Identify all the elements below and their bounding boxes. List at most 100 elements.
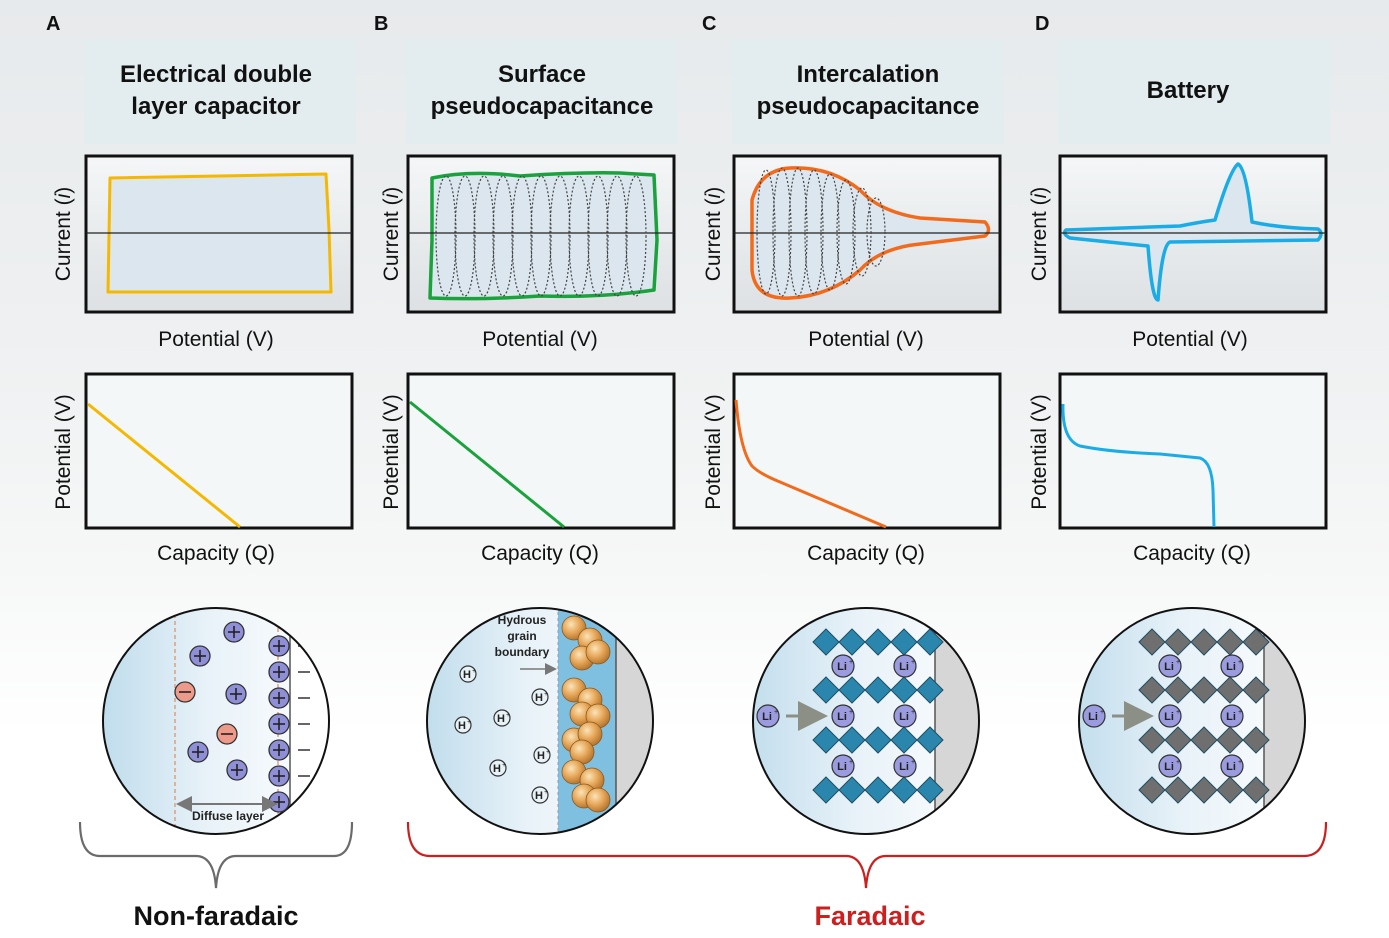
lattice-unit <box>890 726 918 754</box>
svg-text:H: H <box>463 669 471 681</box>
label-non-faradaic: Non-faradaic <box>133 901 298 931</box>
lattice-unit <box>1242 726 1270 754</box>
svg-text:+: + <box>774 709 778 716</box>
gcd-curve-d <box>1061 403 1216 528</box>
cv-subloop <box>836 179 856 285</box>
cv-xlabel-d: Potential (V) <box>1132 328 1248 351</box>
lithium-ion: Li+ <box>1220 654 1244 678</box>
gcd-xlabel-a: Capacity (Q) <box>157 542 275 565</box>
cv-subloop <box>772 167 792 297</box>
anion <box>216 723 238 745</box>
header-title-a-line1: Electrical double <box>120 61 312 88</box>
cv-subloop <box>473 175 495 297</box>
schematic-surface-pseudocapacitance: Hydrous grain boundary H+H+H+H+H+H+H+ <box>426 607 654 835</box>
cv-subloop <box>756 169 776 295</box>
gcd-ylabel-a: Potential (V) <box>52 394 75 510</box>
svg-text:+: + <box>1238 709 1242 716</box>
grain-sphere <box>585 639 611 665</box>
lattice-unit <box>864 676 892 704</box>
label-faradaic: Faradaic <box>814 901 925 931</box>
lattice-unit <box>812 628 840 656</box>
lithium-ion: Li+ <box>893 654 917 678</box>
proton-ion: H+ <box>531 786 549 804</box>
gcd-plot-c <box>732 372 1002 530</box>
svg-text:Current (i): Current (i) <box>380 187 403 282</box>
header-box-d <box>1058 40 1330 144</box>
gcd-xlabel-b: Capacity (Q) <box>481 542 599 565</box>
lattice-unit <box>1164 726 1192 754</box>
hydrous-label-line3: boundary <box>495 645 550 659</box>
cv-subloop <box>454 175 476 297</box>
lattice-unit <box>1190 628 1218 656</box>
proton-ion: H+ <box>531 688 549 706</box>
cv-xlabel-a: Potential (V) <box>158 328 274 351</box>
lattice-unit <box>838 776 866 804</box>
svg-text:Li: Li <box>1088 711 1098 723</box>
lattice-unit <box>1216 776 1244 804</box>
cv-plot-c <box>732 154 1002 314</box>
cv-curve-b <box>428 171 659 301</box>
cv-subloop <box>866 197 886 267</box>
host-lattice-c <box>812 628 944 804</box>
lattice-unit <box>1164 776 1192 804</box>
cation <box>223 621 245 643</box>
panel-letter-b: B <box>374 13 388 35</box>
svg-text:H: H <box>458 720 466 732</box>
anion <box>174 681 196 703</box>
gcd-ylabel-b: Potential (V) <box>380 394 403 510</box>
lattice-unit <box>864 628 892 656</box>
schematic-edlc: Diffuse layer <box>102 607 330 835</box>
lattice-unit <box>1190 676 1218 704</box>
svg-text:+: + <box>546 749 550 756</box>
header-box-c <box>732 40 1004 144</box>
lattice-unit <box>1242 628 1270 656</box>
proton-ion: H+ <box>489 759 507 777</box>
svg-text:Current (i): Current (i) <box>702 187 725 282</box>
lithium-ion: Li+ <box>1220 754 1244 778</box>
cv-subloop <box>549 175 571 297</box>
svg-text:Li: Li <box>1226 761 1236 773</box>
svg-text:Li: Li <box>837 661 847 673</box>
lithium-ion: Li+ <box>756 704 780 728</box>
cv-ylabel-d: Current (i) <box>1028 187 1051 282</box>
ruo2-grains <box>561 615 611 813</box>
gcd-xlabel-c: Capacity (Q) <box>807 542 925 565</box>
lattice-unit <box>1216 676 1244 704</box>
header-title-a-line2: layer capacitor <box>131 93 300 120</box>
svg-text:+: + <box>502 762 506 769</box>
lithium-ion: Li+ <box>1220 704 1244 728</box>
svg-text:H: H <box>493 763 501 775</box>
grain-sphere <box>585 787 611 813</box>
hydrous-label-line1: Hydrous <box>498 613 547 627</box>
svg-text:Li: Li <box>837 711 847 723</box>
lattice-unit <box>1190 726 1218 754</box>
svg-text:Li: Li <box>837 761 847 773</box>
lattice-unit <box>838 676 866 704</box>
proton-ion: H+ <box>454 716 472 734</box>
svg-text:+: + <box>911 709 915 716</box>
cation <box>225 683 247 705</box>
lattice-unit <box>1190 776 1218 804</box>
svg-text:H: H <box>535 790 543 802</box>
svg-text:+: + <box>544 691 548 698</box>
svg-text:Li: Li <box>899 761 909 773</box>
edlc-ions <box>174 621 290 813</box>
gcd-curve-b <box>409 400 565 529</box>
cv-ylabel-a: Current (i) <box>52 187 75 282</box>
cv-xlabel-b: Potential (V) <box>482 328 598 351</box>
lithium-ion: Li+ <box>1082 704 1106 728</box>
lithium-ion: Li+ <box>831 654 855 678</box>
lattice-unit <box>838 628 866 656</box>
header-title-b-line1: Surface <box>498 61 586 88</box>
schematic-intercalation: Li+Li+Li+Li+Li+Li+Li+ <box>752 607 980 835</box>
lattice-unit <box>916 776 944 804</box>
header-box-b <box>406 40 678 144</box>
cv-subloop <box>511 175 533 297</box>
cation <box>226 759 248 781</box>
hydrous-label-line2: grain <box>507 629 536 643</box>
cation <box>268 635 290 657</box>
svg-text:+: + <box>911 659 915 666</box>
header-title-c-line2: pseudocapacitance <box>757 93 980 120</box>
svg-text:+: + <box>1238 759 1242 766</box>
